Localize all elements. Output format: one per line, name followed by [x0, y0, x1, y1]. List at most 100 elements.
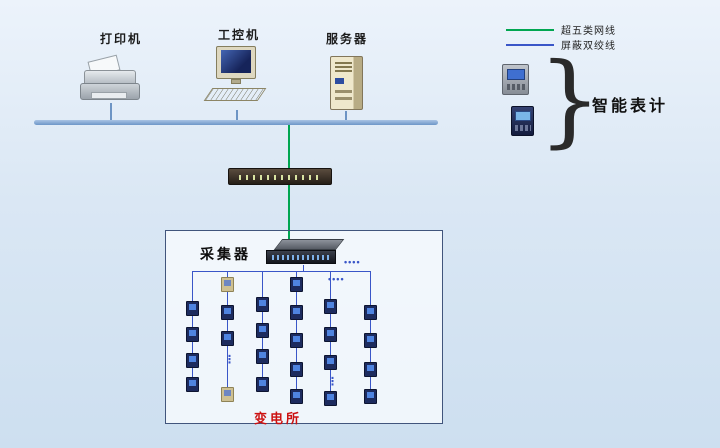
meter-screen: [189, 330, 196, 336]
meter-icon: [256, 349, 269, 364]
meter-screen: [327, 358, 334, 364]
ipc-drop-line: [236, 110, 238, 122]
brace-icon: }: [538, 41, 602, 158]
collector-icon: [266, 239, 345, 266]
meter-screen: [224, 334, 231, 340]
ellipsis-vertical-icon: ⋮: [224, 354, 235, 366]
meter-screen: [367, 308, 374, 314]
monitor-stand: [231, 79, 241, 84]
server-drop-line: [345, 111, 347, 122]
keyboard: [203, 88, 267, 101]
meter-screen: [259, 352, 266, 358]
meter-screen: [367, 336, 374, 342]
meter-screen: [293, 308, 300, 314]
meter-screen: [224, 280, 231, 286]
monitor: [216, 46, 256, 79]
printer-top: [84, 70, 136, 84]
legend-row-stp: 屏蔽双绞线: [506, 36, 616, 53]
computer-icon: [198, 46, 278, 112]
ellipsis-horizontal-icon: ••••: [344, 257, 361, 267]
printer-tray: [91, 92, 127, 99]
legend: 超五类网线 屏蔽双绞线: [506, 21, 616, 53]
meter-icon: [364, 362, 377, 377]
legend-row-cat5e: 超五类网线: [506, 21, 616, 38]
meter-screen: [515, 111, 531, 121]
printer-icon: [80, 54, 140, 106]
meter-icon: [221, 331, 234, 346]
meter-screen: [259, 380, 266, 386]
meter-icon: [186, 377, 199, 392]
collector-drop-wire: [303, 265, 304, 271]
cat5e-line-sample: [506, 28, 554, 31]
feeder-wire: [192, 271, 370, 272]
collector-ports: [272, 255, 332, 260]
smart-meters-label: 智能表计: [592, 98, 669, 115]
meter-icon: [324, 327, 337, 342]
switch-icon: [228, 168, 332, 185]
server-vents: [335, 62, 352, 73]
server-icon: [326, 54, 370, 112]
meter-screen: [293, 336, 300, 342]
meter-screen: [189, 380, 196, 386]
server-slot: [335, 97, 352, 100]
meter-screen: [367, 392, 374, 398]
meter-screen: [224, 390, 231, 396]
meter-icon: [364, 305, 377, 320]
monitor-screen: [221, 50, 251, 73]
meter-icon: [221, 277, 234, 292]
meter-icon: [186, 353, 199, 368]
ipc-label: 工控机: [217, 28, 260, 42]
meter-icon: [290, 277, 303, 292]
printer-label: 打印机: [99, 32, 142, 46]
substation-box: 采集器 ⋮ ⋮ •••• •••• 变电所: [165, 230, 443, 426]
smart-meter-icon: [502, 64, 529, 95]
meter-icon: [324, 299, 337, 314]
meter-icon: [290, 333, 303, 348]
printer-drop-line: [110, 103, 112, 122]
meter-icon: [186, 301, 199, 316]
meter-screen: [507, 69, 525, 80]
substation-label: 变电所: [254, 411, 303, 426]
collector-front-face: [266, 250, 336, 264]
meter-screen: [259, 326, 266, 332]
meter-screen: [189, 304, 196, 310]
meter-screen: [259, 300, 266, 306]
meter-buttons: [507, 84, 525, 90]
network-bus-line: [34, 120, 438, 125]
meter-icon: [290, 389, 303, 404]
ellipsis-vertical-icon: ⋮: [327, 376, 338, 388]
meter-screen: [293, 280, 300, 286]
meter-icon: [221, 305, 234, 320]
meter-icon: [256, 323, 269, 338]
cat5e-trunk-into-box: [288, 231, 290, 243]
stp-line-sample: [506, 43, 554, 46]
server-badge: [335, 78, 344, 84]
switch-ports: [239, 175, 323, 180]
meter-icon: [256, 377, 269, 392]
meter-buttons: [515, 125, 531, 131]
meter-icon: [324, 391, 337, 406]
meter-screen: [327, 330, 334, 336]
meter-icon: [221, 387, 234, 402]
meter-screen: [327, 394, 334, 400]
meter-icon: [324, 355, 337, 370]
meter-icon: [256, 297, 269, 312]
meter-icon: [290, 305, 303, 320]
meter-screen: [293, 365, 300, 371]
cat5e-line-label: 超五类网线: [561, 26, 616, 38]
meter-icon: [364, 333, 377, 348]
smart-meter-icon: [511, 106, 534, 136]
meter-screen: [224, 308, 231, 314]
server-label: 服务器: [325, 32, 368, 46]
meter-grid: ⋮ ⋮ •••• ••••: [166, 231, 442, 423]
server-slot: [335, 90, 352, 93]
meter-screen: [293, 392, 300, 398]
ellipsis-horizontal-icon: ••••: [328, 274, 345, 284]
meter-screen: [327, 302, 334, 308]
meter-screen: [189, 356, 196, 362]
meter-icon: [186, 327, 199, 342]
stp-line-label: 屏蔽双绞线: [561, 41, 616, 53]
meter-screen: [367, 365, 374, 371]
meter-icon: [364, 389, 377, 404]
collector-label: 采集器: [200, 246, 251, 262]
